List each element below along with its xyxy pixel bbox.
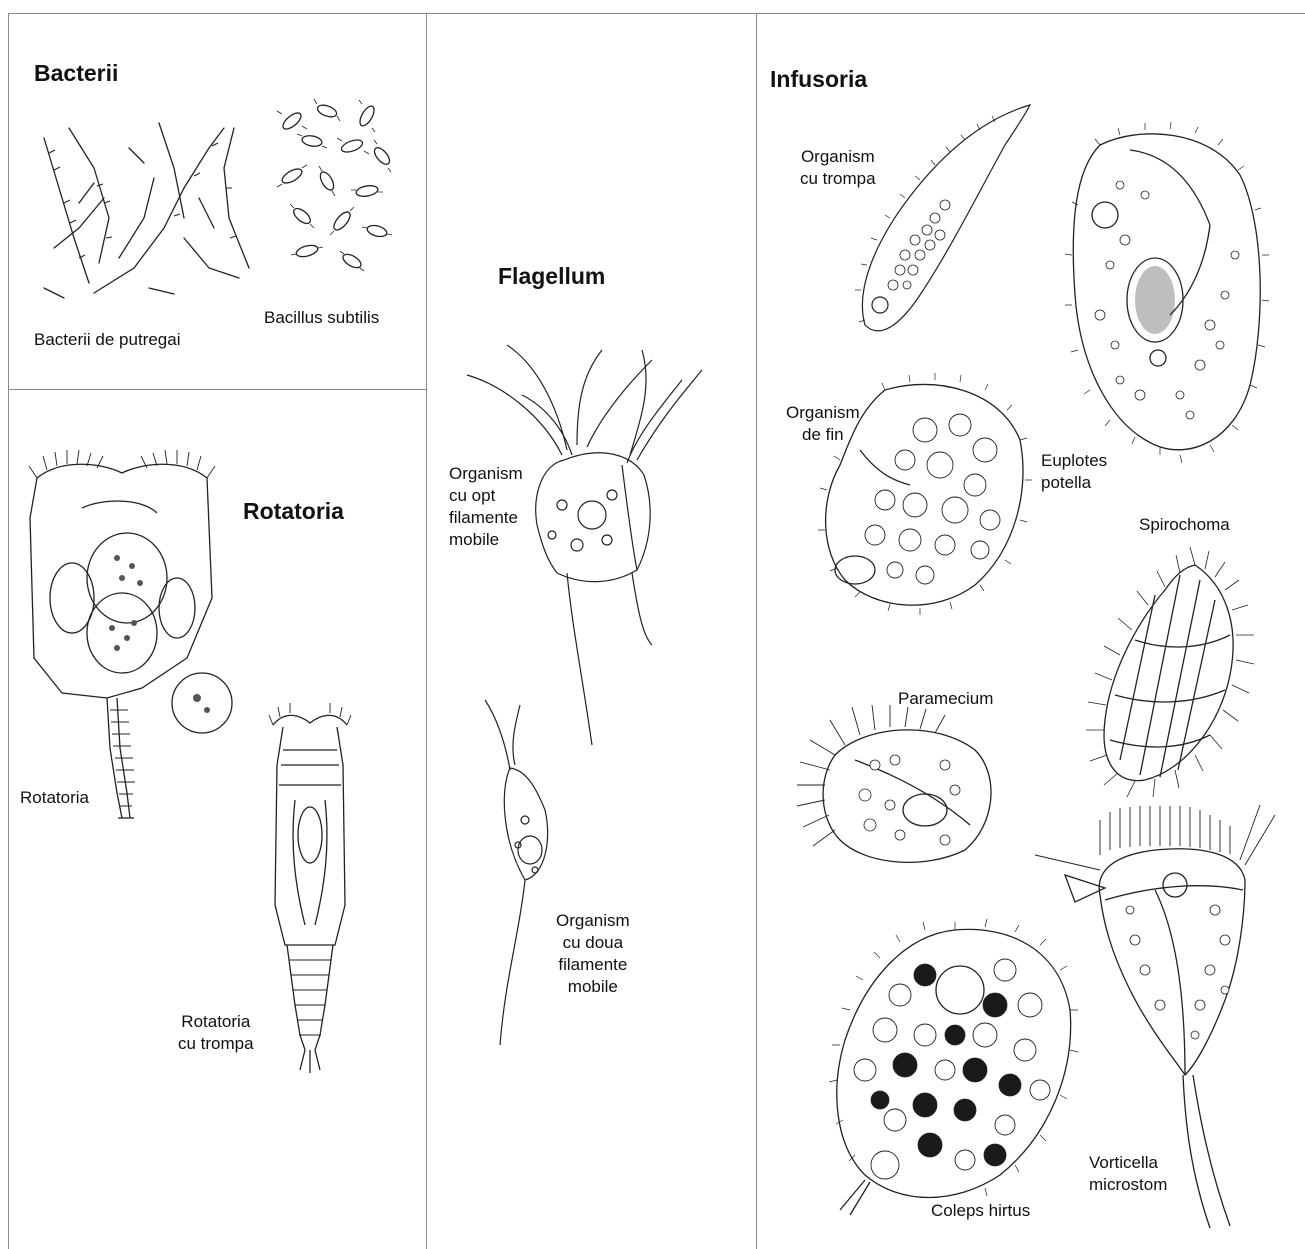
organism-cu-trompa-illustration bbox=[845, 100, 1035, 340]
label-bacterii-putregai: Bacterii de putregai bbox=[34, 329, 180, 351]
label-rotatoria: Rotatoria bbox=[20, 787, 89, 809]
spirochoma-illustration bbox=[1060, 545, 1275, 800]
top-border bbox=[8, 13, 1305, 14]
divider-right bbox=[756, 13, 757, 1249]
label-coleps-hirtus: Coleps hirtus bbox=[931, 1200, 1030, 1222]
label-organism-cu-trompa: Organism cu trompa bbox=[800, 146, 876, 190]
label-rotatoria-cu-trompa: Rotatoria cu trompa bbox=[178, 1011, 254, 1055]
bacterii-title: Bacterii bbox=[34, 60, 118, 87]
paramecium-illustration bbox=[795, 705, 1005, 870]
label-bacillus-subtilis: Bacillus subtilis bbox=[264, 307, 379, 329]
left-border bbox=[8, 13, 9, 1249]
bacillus-subtilis-illustration bbox=[272, 96, 402, 286]
label-organism-cu-opt-filamente: Organism cu opt filamente mobile bbox=[449, 463, 523, 551]
rotatoria-illustration bbox=[22, 448, 232, 828]
label-spirochoma: Spirochoma bbox=[1139, 514, 1230, 536]
euplotes-potella-illustration bbox=[1060, 125, 1270, 470]
divider-left bbox=[426, 13, 427, 1249]
infusoria-title: Infusoria bbox=[770, 66, 867, 93]
label-euplotes-potella: Euplotes potella bbox=[1041, 450, 1107, 494]
rotatoria-cu-trompa-illustration bbox=[265, 705, 355, 1075]
label-organism-de-fin: Organism de fin bbox=[786, 402, 860, 446]
label-vorticella-microstom: Vorticella microstom bbox=[1089, 1152, 1167, 1196]
label-organism-cu-doua-filamente: Organism cu doua filamente mobile bbox=[556, 910, 630, 998]
rotatoria-title: Rotatoria bbox=[243, 498, 344, 525]
bacterii-putregai-illustration bbox=[34, 108, 264, 308]
coleps-hirtus-illustration bbox=[825, 920, 1080, 1220]
flagellum-title: Flagellum bbox=[498, 263, 605, 290]
divider-horizontal bbox=[8, 389, 427, 390]
